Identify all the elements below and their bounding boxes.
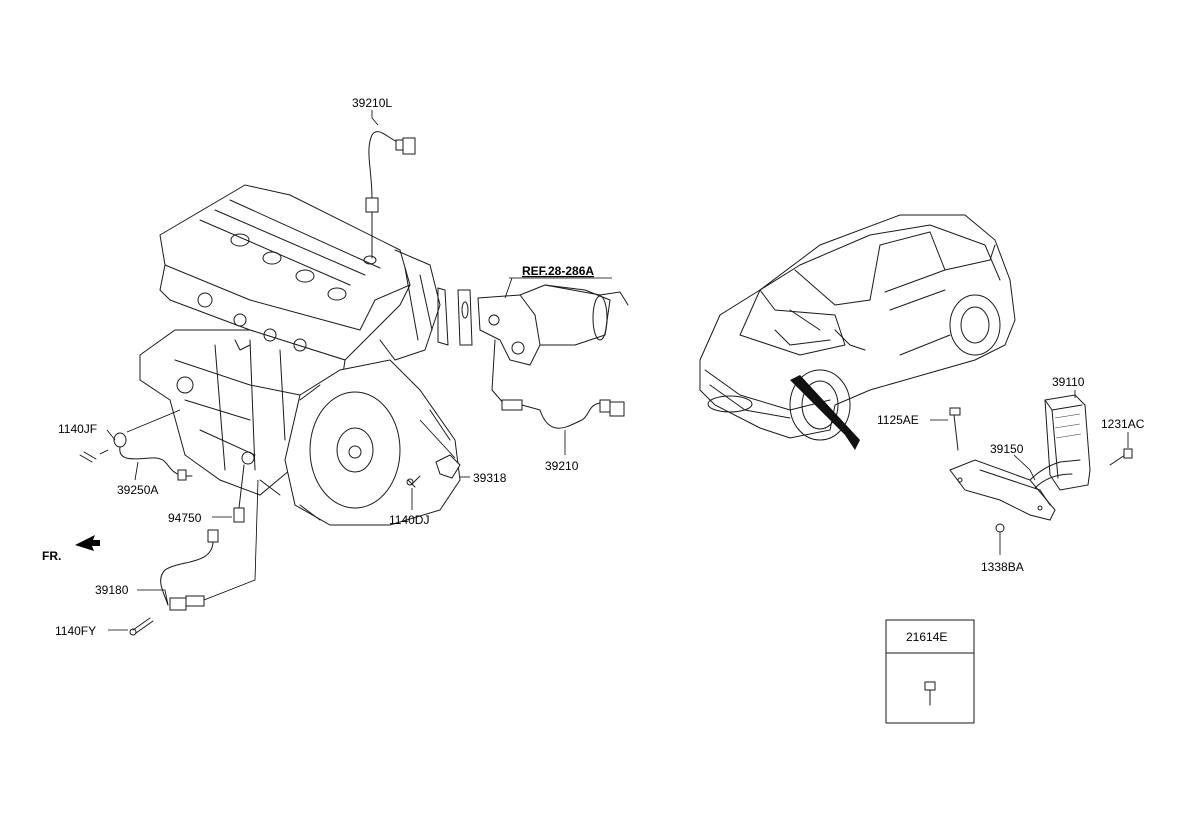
label-39180: 39180 (95, 583, 129, 597)
label-94750: 94750 (168, 511, 202, 525)
crank-position-sensor (129, 479, 259, 636)
label-21614e: 21614E (906, 630, 947, 644)
label-1140fy: 1140FY (55, 624, 96, 638)
label-39318: 39318 (473, 471, 507, 485)
label-fr: FR. (42, 549, 61, 563)
label-1140jf: 1140JF (58, 422, 97, 436)
cam-position-sensor (406, 419, 461, 488)
oxygen-sensor-lower (491, 339, 625, 429)
knock-sensor (79, 409, 193, 481)
oil-pressure-switch (233, 464, 245, 523)
label-ref-28-286a: REF.28-286A (522, 264, 594, 278)
label-1140dj: 1140DJ (389, 513, 429, 527)
label-1231ac: 1231AC (1101, 417, 1145, 431)
label-39210: 39210 (545, 459, 579, 473)
oxygen-sensor-upper (365, 131, 416, 259)
front-arrow-icon (75, 535, 100, 551)
part-labels: 39210L REF.28-286A 39210 1140JF 39250A 9… (42, 96, 1145, 644)
exhaust-manifold (437, 284, 629, 366)
label-39150: 39150 (990, 442, 1024, 456)
ecu-assembly (949, 394, 1133, 555)
label-39110: 39110 (1052, 375, 1085, 389)
label-39210l: 39210L (352, 96, 392, 110)
part-box-21614e (885, 619, 975, 724)
label-1338ba: 1338BA (981, 560, 1024, 574)
leader-lines (99, 110, 1129, 631)
vehicle-illustration (699, 214, 1016, 450)
label-39250a: 39250A (117, 483, 158, 497)
engine-assembly (139, 184, 461, 526)
label-1125ae: 1125AE (877, 413, 919, 427)
